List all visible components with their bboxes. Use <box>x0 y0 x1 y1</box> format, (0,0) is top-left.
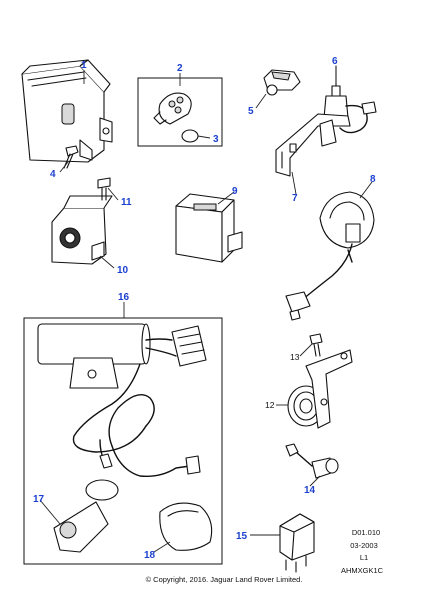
callout-18: 18 <box>144 550 156 561</box>
tilt-switch-14 <box>285 443 339 479</box>
siren-harness-16 <box>37 323 207 478</box>
callout-9: 9 <box>232 186 238 197</box>
mounting-bracket-7 <box>275 113 351 177</box>
relay-module-9 <box>175 193 243 263</box>
remote-battery-3 <box>181 129 199 143</box>
callout-12: 12 <box>265 400 275 410</box>
callout-3: 3 <box>213 134 219 145</box>
remote-transmitter <box>153 92 192 125</box>
bolt-13 <box>309 333 323 357</box>
copyright-notice: © Copyright, 2016. Jaguar Land Rover Lim… <box>146 575 303 584</box>
callout-5: 5 <box>248 106 254 117</box>
diagram-date: 03-2003 <box>350 541 378 550</box>
leader-lines <box>39 66 373 553</box>
callout-8: 8 <box>370 174 376 185</box>
screw-11 <box>97 177 111 201</box>
volumetric-sensor-10 <box>51 195 113 265</box>
diagram-level: L1 <box>360 553 368 562</box>
callout-1: 1 <box>81 60 87 71</box>
callout-6: 6 <box>332 56 338 67</box>
sensor-housing-5 <box>263 69 301 96</box>
callout-17: 17 <box>33 494 45 505</box>
battery-backed-sounder-8 <box>285 191 375 321</box>
relay-15 <box>279 513 315 573</box>
control-module <box>21 59 113 163</box>
callout-11: 11 <box>121 197 132 208</box>
callout-13: 13 <box>290 352 300 362</box>
callout-14: 14 <box>304 485 316 496</box>
harness-kit-box <box>23 317 223 565</box>
callout-4: 4 <box>50 169 56 180</box>
illustration-id: AHMXGK1C <box>341 566 384 575</box>
security-horn-12 <box>287 349 353 429</box>
adhesive-pad-18 <box>159 502 213 551</box>
diagram-code: D01.010 <box>352 528 380 537</box>
callout-15: 15 <box>236 531 248 542</box>
callout-10: 10 <box>117 265 129 276</box>
callout-16: 16 <box>118 292 130 303</box>
callout-2: 2 <box>177 63 183 74</box>
key-tag-17 <box>53 479 119 553</box>
callout-7: 7 <box>292 193 298 204</box>
